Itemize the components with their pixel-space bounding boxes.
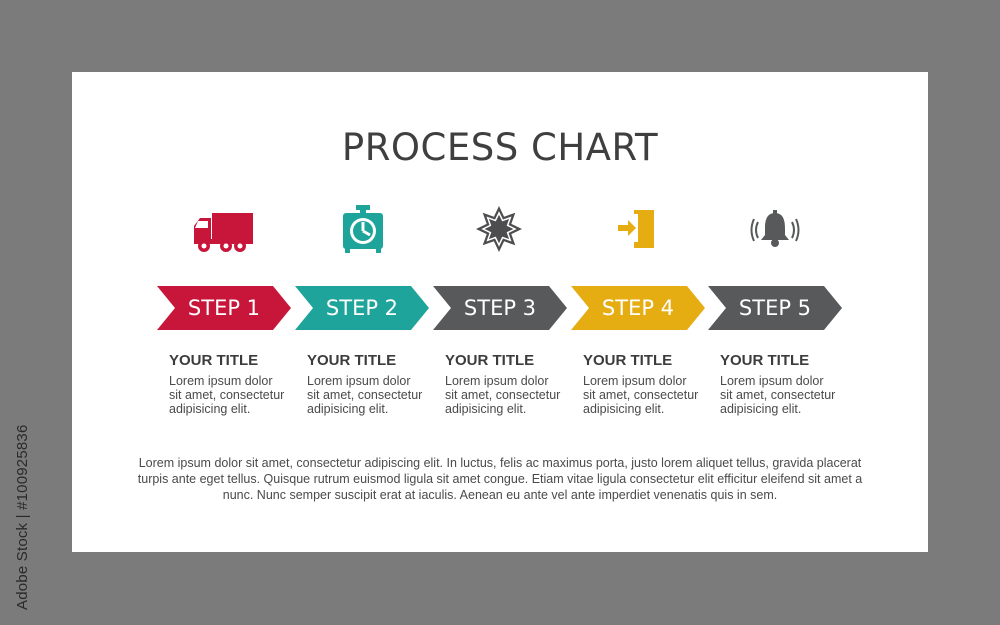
step-4-shape: [571, 286, 705, 330]
door-exit-icon: [618, 210, 654, 248]
step-1-label: STEP 1: [187, 296, 261, 320]
step-2-shape: [295, 286, 429, 330]
step-2-chevron: STEP 2: [295, 286, 429, 330]
step-1-text-block: YOUR TITLE Lorem ipsum dolor sit amet, c…: [169, 352, 299, 416]
step-1-chevron: STEP 1: [157, 286, 291, 330]
stock-credit: Adobe Stock | #100925836: [14, 424, 31, 610]
chart-title: PROCESS CHART: [341, 126, 659, 169]
step-5-description: Lorem ipsum dolor sit amet, consectetur …: [720, 374, 836, 416]
step-3-shape: [433, 286, 567, 330]
step-5-label: STEP 5: [738, 296, 812, 320]
step-1-shape: [157, 286, 291, 330]
step-3-label: STEP 3: [463, 296, 537, 320]
step-2-description: Lorem ipsum dolor sit amet, consectetur …: [307, 374, 423, 416]
step-2-text-block: YOUR TITLE Lorem ipsum dolor sit amet, c…: [307, 352, 437, 416]
summary-paragraph: Lorem ipsum dolor sit amet, consectetur …: [137, 456, 863, 502]
step-4-text-block: YOUR TITLE Lorem ipsum dolor sit amet, c…: [583, 352, 713, 416]
step-3-chevron: STEP 3: [433, 286, 567, 330]
truck-icon: [194, 213, 253, 252]
step-4-chevron: STEP 4: [571, 286, 705, 330]
step-3-title: YOUR TITLE: [445, 352, 535, 369]
step-1-description: Lorem ipsum dolor sit amet, consectetur …: [169, 374, 285, 416]
step-5-shape: [708, 286, 842, 330]
step-4-title: YOUR TITLE: [583, 352, 673, 369]
step-1-title: YOUR TITLE: [169, 352, 259, 369]
step-3-description: Lorem ipsum dolor sit amet, consectetur …: [445, 374, 561, 416]
starburst-badge-icon: [476, 206, 522, 252]
step-3-text-block: YOUR TITLE Lorem ipsum dolor sit amet, c…: [445, 352, 575, 416]
step-4-label: STEP 4: [601, 296, 675, 320]
step-2-title: YOUR TITLE: [307, 352, 397, 369]
step-5-text-block: YOUR TITLE Lorem ipsum dolor sit amet, c…: [720, 352, 850, 416]
step-2-label: STEP 2: [325, 296, 399, 320]
step-5-chevron: STEP 5: [708, 286, 842, 330]
step-5-title: YOUR TITLE: [720, 352, 810, 369]
alarm-clock-icon: [343, 205, 383, 253]
step-4-description: Lorem ipsum dolor sit amet, consectetur …: [583, 374, 699, 416]
bell-ringing-icon: [750, 210, 800, 247]
